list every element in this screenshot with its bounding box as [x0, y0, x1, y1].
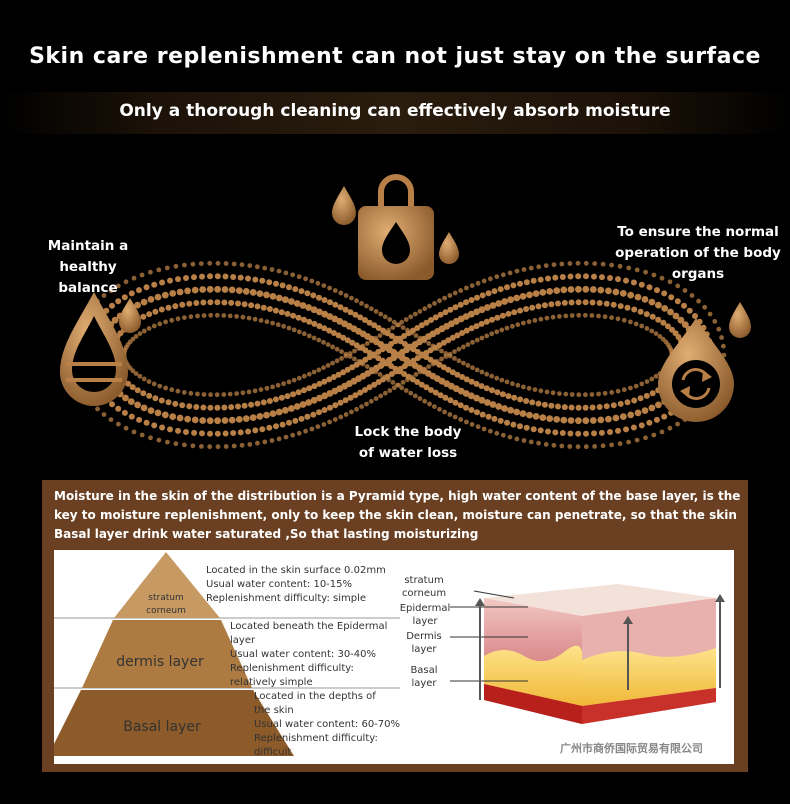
left-label: Maintain a healthy balance [47, 238, 129, 296]
skin-cross-section [450, 584, 725, 724]
pyramid-label-stratum: stratum corneum [146, 593, 186, 616]
stratum-description: Located in the skin surface 0.02mm Usual… [206, 565, 386, 604]
pyramid-label-basal: Basal layer [123, 719, 201, 735]
lock-drop-icon [332, 174, 459, 280]
skin-label-epidermal: Epidermal layer [399, 603, 451, 627]
skin-label-dermis: Dermis layer [406, 631, 442, 655]
right-label: To ensure the normal operation of the bo… [615, 224, 781, 282]
infinity-diagram [60, 174, 751, 450]
basal-description: Located in the depths of the skin Usual … [254, 691, 401, 758]
water-arrows [475, 594, 725, 700]
skin-surface [484, 584, 716, 616]
dermis-description: Located beneath the Epidermal layer Usua… [230, 621, 388, 688]
skin-label-basal: Basal layer [410, 665, 438, 689]
pyramid-tier-dermis [82, 620, 252, 688]
bottom-label: Lock the body of water loss [354, 424, 462, 461]
pyramid-chart [54, 552, 400, 756]
subtitle-band [0, 92, 790, 134]
page-subtitle: Only a thorough cleaning can effectively… [119, 101, 671, 121]
pyramid-tier-stratum [114, 552, 220, 618]
pyramid-tier-basal [54, 690, 294, 756]
water-drop-line-icon [60, 292, 141, 406]
panel-intro: Moisture in the skin of the distribution… [54, 489, 741, 541]
page-title: Skin care replenishment can not just sta… [29, 44, 761, 69]
pyramid-label-dermis: dermis layer [116, 654, 204, 670]
skin-label-stratum: stratum corneum [401, 575, 447, 599]
water-drop-refresh-icon [658, 302, 751, 422]
infinity-dot-band [69, 260, 727, 450]
watermark: 广州市商侨国际贸易有限公司 [560, 742, 703, 755]
